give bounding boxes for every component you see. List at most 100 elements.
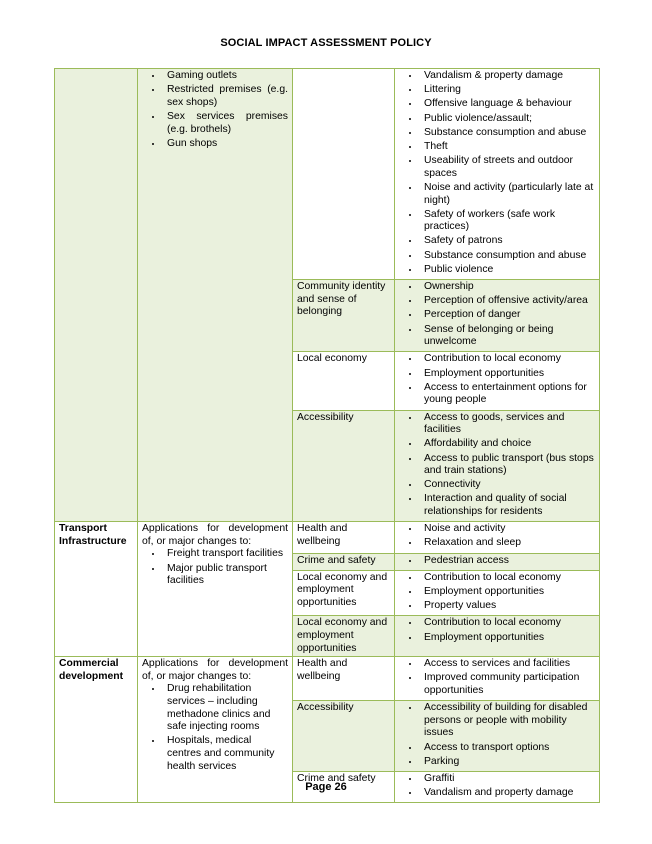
bullet-item: Theft bbox=[420, 141, 595, 154]
bullet-item: Substance consumption and abuse bbox=[420, 127, 595, 140]
bullet-item: Safety of workers (safe work practices) bbox=[420, 209, 595, 234]
table-row: Crime and safety Pedestrian access bbox=[55, 552, 600, 571]
bullet-item: Useability of streets and outdoor spaces bbox=[420, 155, 595, 180]
bullet-item: Public violence/assault; bbox=[420, 113, 595, 126]
impact-items-cell: Pedestrian access bbox=[394, 552, 600, 571]
bullet-item: Contribution to local economy bbox=[420, 353, 595, 366]
impact-item-list: Accessibility of building for disabled p… bbox=[399, 702, 595, 768]
application-intro: Applications for development of, or majo… bbox=[142, 658, 288, 682]
table-row: AccessibilityAccess to goods, services a… bbox=[55, 409, 600, 523]
bullet-item: Property values bbox=[420, 600, 595, 613]
bullet-item: Employment opportunities bbox=[420, 632, 595, 645]
application-type-list: Gaming outletsRestricted premises (e.g. … bbox=[142, 70, 288, 150]
impact-items-cell: Contribution to local economyEmployment … bbox=[394, 615, 600, 658]
impact-items-cell: Accessibility of building for disabled p… bbox=[394, 700, 600, 772]
impact-category-cell: Local economy bbox=[292, 351, 395, 411]
impact-item-list: Access to goods, services and facilities… bbox=[399, 412, 595, 519]
bullet-item: Affordability and choice bbox=[420, 438, 595, 451]
development-type: Transport Infrastructure bbox=[59, 523, 127, 547]
bullet-item: Gaming outlets bbox=[163, 70, 288, 83]
impact-item-list: OwnershipPerception of offensive activit… bbox=[399, 281, 595, 349]
bullet-item: Freight transport facilities bbox=[163, 548, 288, 561]
bullet-item: Safety of patrons bbox=[420, 235, 595, 248]
bullet-item: Graffiti bbox=[420, 773, 595, 786]
impact-table: Gaming outletsRestricted premises (e.g. … bbox=[54, 67, 600, 804]
bullet-item: Employment opportunities bbox=[420, 368, 595, 381]
development-cell: Commercial development bbox=[54, 656, 138, 804]
bullet-item: Employment opportunities bbox=[420, 586, 595, 599]
bullet-item: Sense of belonging or being unwelcome bbox=[420, 324, 595, 349]
impact-category-cell: Local economy and employment opportuniti… bbox=[292, 615, 395, 658]
impact-category-cell bbox=[292, 67, 395, 281]
impact-items-cell: Access to goods, services and facilities… bbox=[394, 409, 600, 523]
impact-category-cell: Crime and safety bbox=[292, 770, 395, 804]
bullet-item: Connectivity bbox=[420, 479, 595, 492]
bullet-item: Vandalism and property damage bbox=[420, 787, 595, 800]
impact-item-list: Vandalism & property damageLitteringOffe… bbox=[399, 70, 595, 276]
bullet-item: Substance consumption and abuse bbox=[420, 250, 595, 263]
impact-item-list: Noise and activityRelaxation and sleep bbox=[399, 523, 595, 550]
development-cell bbox=[54, 67, 138, 523]
bullet-item: Hospitals, medical centres and community… bbox=[163, 735, 288, 773]
impact-items-cell: Vandalism & property damageLitteringOffe… bbox=[394, 67, 600, 281]
table-row: Crime and safetyGraffitiVandalism and pr… bbox=[55, 770, 600, 804]
bullet-item: Accessibility of building for disabled p… bbox=[420, 702, 595, 740]
bullet-item: Perception of offensive activity/area bbox=[420, 295, 595, 308]
impact-category-cell: Accessibility bbox=[292, 700, 395, 772]
table-row: Local economy and employment opportuniti… bbox=[55, 615, 600, 658]
bullet-item: Drug rehabilitation services – including… bbox=[163, 683, 288, 733]
application-type-cell: Applications for development of, or majo… bbox=[137, 656, 293, 804]
impact-item-list: Contribution to local economyEmployment … bbox=[399, 353, 595, 407]
impact-items-cell: OwnershipPerception of offensive activit… bbox=[394, 279, 600, 353]
bullet-item: Ownership bbox=[420, 281, 595, 294]
bullet-item: Pedestrian access bbox=[420, 555, 595, 568]
impact-item-list: GraffitiVandalism and property damage bbox=[399, 773, 595, 800]
impact-items-cell: Contribution to local economyEmployment … bbox=[394, 569, 600, 617]
impact-item-list: Access to services and facilitiesImprove… bbox=[399, 658, 595, 697]
impact-category-cell: Local economy and employment opportuniti… bbox=[292, 569, 395, 617]
bullet-item: Major public transport facilities bbox=[163, 563, 288, 588]
bullet-item: Access to public transport (bus stops an… bbox=[420, 453, 595, 478]
application-type-list: Drug rehabilitation services – including… bbox=[142, 683, 288, 773]
bullet-item: Littering bbox=[420, 84, 595, 97]
bullet-item: Improved community participation opportu… bbox=[420, 672, 595, 697]
impact-item-list: Contribution to local economyEmployment … bbox=[399, 617, 595, 644]
bullet-item: Noise and activity bbox=[420, 523, 595, 536]
impact-items-cell: Noise and activityRelaxation and sleep bbox=[394, 521, 600, 554]
table-row: Community identity and sense of belongin… bbox=[55, 279, 600, 353]
application-intro: Applications for development of, or majo… bbox=[142, 523, 288, 547]
page-number: Page 26 bbox=[305, 781, 347, 793]
bullet-item: Public violence bbox=[420, 264, 595, 277]
bullet-item: Vandalism & property damage bbox=[420, 70, 595, 83]
bullet-item: Contribution to local economy bbox=[420, 617, 595, 630]
bullet-item: Interaction and quality of social relati… bbox=[420, 493, 595, 518]
application-type-list: Freight transport facilitiesMajor public… bbox=[142, 548, 288, 587]
bullet-item: Restricted premises (e.g. sex shops) bbox=[163, 84, 288, 109]
impact-item-list: Pedestrian access bbox=[399, 555, 595, 568]
table-row: Transport Infrastructure Applications for… bbox=[54, 521, 600, 658]
page-title: SOCIAL IMPACT ASSESSMENT POLICY bbox=[220, 37, 432, 49]
table-row: Commercial development Applications for d… bbox=[54, 656, 600, 804]
bullet-item: Access to entertainment options for youn… bbox=[420, 382, 595, 407]
impact-items-cell: Contribution to local economyEmployment … bbox=[394, 351, 600, 411]
impact-item-list: Contribution to local economyEmployment … bbox=[399, 572, 595, 613]
bullet-item: Sex services premises (e.g. brothels) bbox=[163, 111, 288, 136]
impact-category-cell: Community identity and sense of belongin… bbox=[292, 279, 395, 353]
impact-category-cell: Crime and safety bbox=[292, 552, 395, 571]
impact-items-cell: GraffitiVandalism and property damage bbox=[394, 770, 600, 804]
bullet-item: Access to services and facilities bbox=[420, 658, 595, 671]
table-row: Gaming outletsRestricted premises (e.g. … bbox=[54, 67, 600, 523]
impact-category-cell: Health and wellbeing bbox=[292, 521, 395, 554]
bullet-item: Perception of danger bbox=[420, 309, 595, 322]
bullet-item: Relaxation and sleep bbox=[420, 537, 595, 550]
bullet-item: Parking bbox=[420, 756, 595, 769]
application-type-cell: Applications for development of, or majo… bbox=[137, 521, 293, 658]
bullet-item: Gun shops bbox=[163, 138, 288, 151]
table-row: Local economy and employment opportuniti… bbox=[55, 569, 600, 617]
impact-items-cell: Access to services and facilitiesImprove… bbox=[394, 656, 600, 702]
development-type: Commercial development bbox=[59, 658, 124, 682]
bullet-item: Access to transport options bbox=[420, 742, 595, 755]
application-type-cell: Gaming outletsRestricted premises (e.g. … bbox=[137, 67, 293, 523]
bullet-item: Access to goods, services and facilities bbox=[420, 412, 595, 437]
bullet-item: Offensive language & behaviour bbox=[420, 98, 595, 111]
